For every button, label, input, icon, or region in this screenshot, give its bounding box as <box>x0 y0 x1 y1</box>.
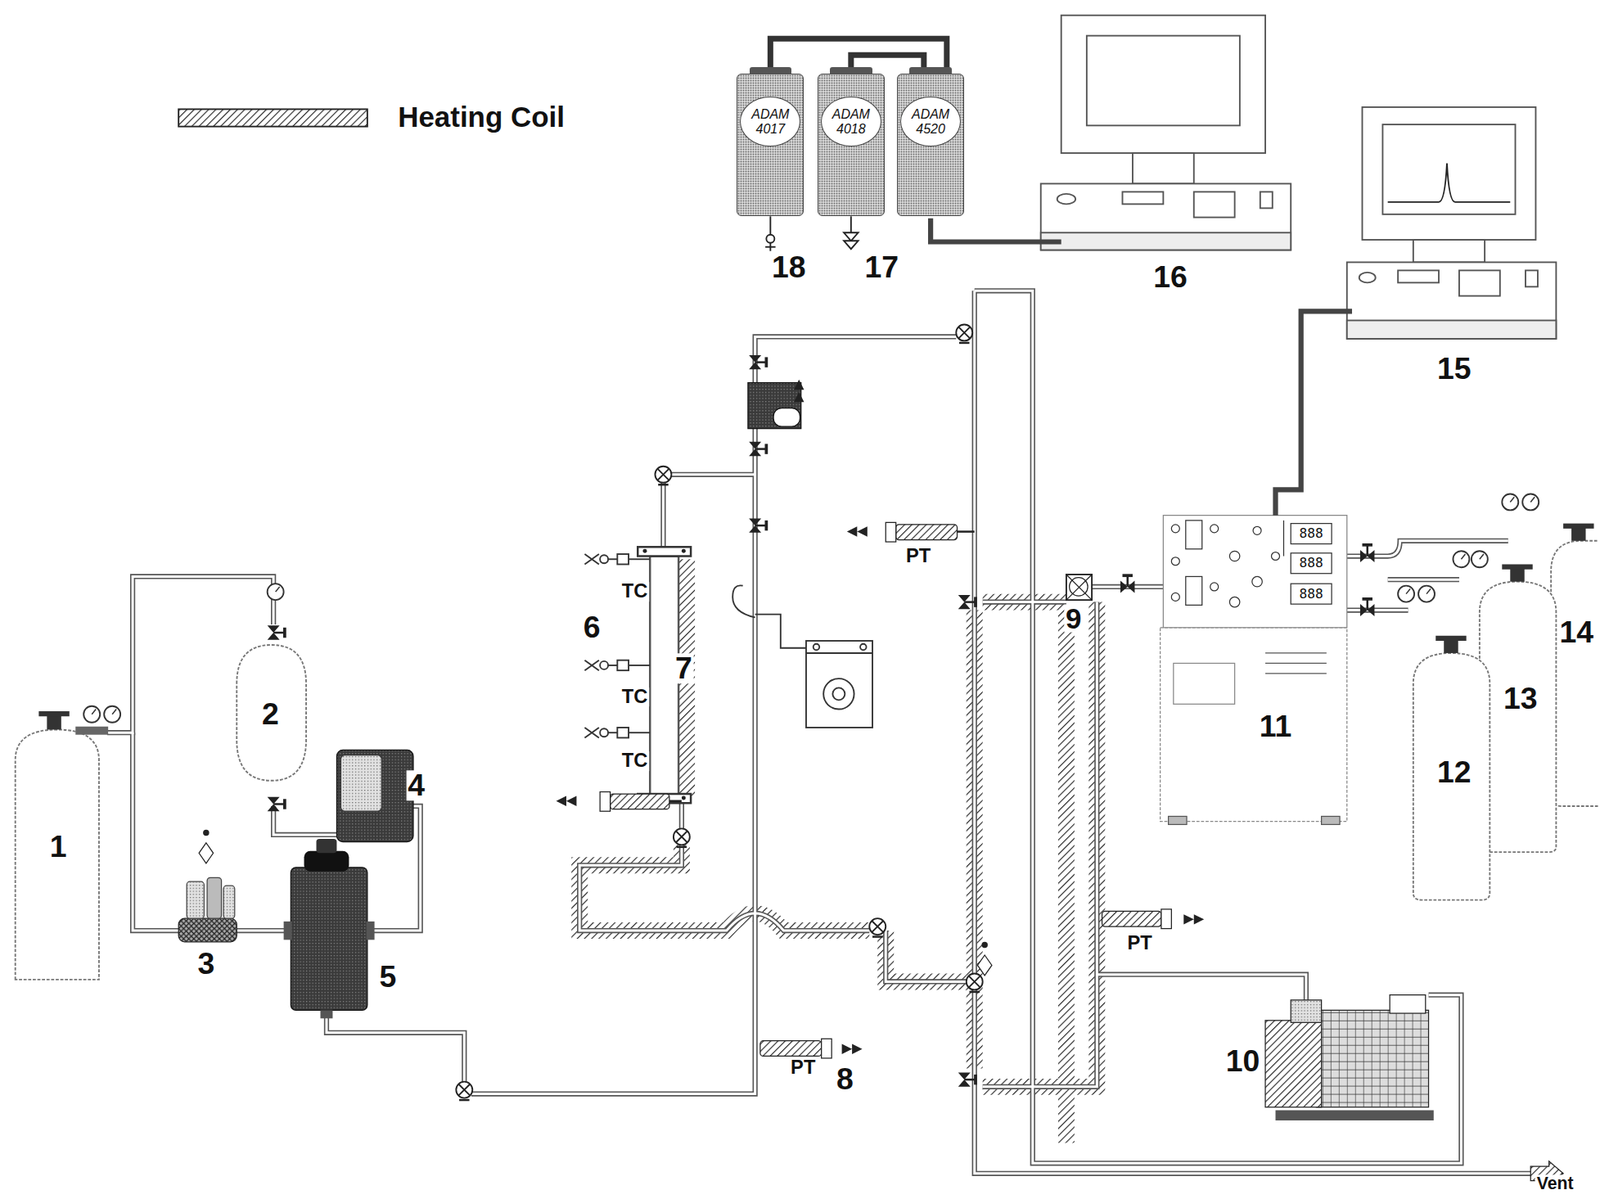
pipework <box>107 290 1537 1173</box>
callout-number: 2 <box>260 698 281 730</box>
callout-number: 18 <box>770 252 808 283</box>
gas-cylinder <box>15 540 1599 980</box>
interface-module: ADAM 4018 <box>817 73 885 217</box>
module-cap <box>829 67 872 75</box>
thermocouples <box>584 554 650 738</box>
interface-module: ADAM 4017 <box>736 73 804 217</box>
callout-number: 12 <box>1435 757 1474 788</box>
callout-number: 6 <box>581 612 603 643</box>
vessel <box>236 644 307 781</box>
callout-number: 10 <box>1224 1045 1262 1077</box>
syringe-pump <box>732 585 873 728</box>
callout-number: 4 <box>405 770 427 801</box>
callout-number: 5 <box>377 962 398 993</box>
data-cables <box>930 218 1353 516</box>
component-label: PT <box>1126 933 1154 954</box>
legend-text: Heating Coil <box>397 103 565 132</box>
display-digits: 888 <box>1298 556 1326 570</box>
module-name: ADAM 4520 <box>906 107 955 136</box>
display-digits: 888 <box>1298 587 1326 601</box>
module-cap <box>909 67 951 75</box>
callout-number: 17 <box>862 252 901 283</box>
callout-number: 14 <box>1558 617 1596 648</box>
callout-number: 16 <box>1151 261 1190 293</box>
callout-number: 15 <box>1435 354 1474 385</box>
component-label: TC <box>620 751 650 771</box>
component-label: TC <box>620 581 650 602</box>
module-cap <box>749 67 792 75</box>
vacuum-pump <box>1265 995 1434 1121</box>
interface-module: ADAM 4520 <box>896 73 965 217</box>
component-label: Vent <box>1535 1175 1576 1193</box>
callout-number: 7 <box>673 653 695 684</box>
callout-number: 9 <box>1063 603 1083 633</box>
module-badge: ADAM 4017 <box>739 96 801 147</box>
module-name: ADAM 4017 <box>746 107 794 136</box>
valves <box>267 324 1375 1100</box>
selector-valve <box>1066 574 1092 600</box>
callout-number: 8 <box>834 1063 856 1095</box>
module-terminals <box>765 216 858 251</box>
sample-loop <box>748 379 805 429</box>
callout-number: 13 <box>1501 683 1540 714</box>
callout-number: 11 <box>1257 711 1294 742</box>
module-badge: ADAM 4018 <box>820 96 882 147</box>
component-label: PT <box>904 546 933 567</box>
legend-swatch <box>178 108 368 127</box>
pressure-transducers <box>556 522 1205 1059</box>
module-name: ADAM 4018 <box>827 107 875 136</box>
callout-number: 1 <box>48 831 69 862</box>
gas-chromatograph <box>1160 515 1348 825</box>
callout-number: 3 <box>195 949 217 980</box>
display-digits: 888 <box>1298 527 1326 541</box>
component-label: PT <box>788 1059 817 1079</box>
cylinder-valves <box>38 523 1594 735</box>
computers <box>1041 15 1557 339</box>
module-badge: ADAM 4520 <box>900 96 961 147</box>
pump <box>336 749 414 842</box>
component-label: TC <box>620 687 650 708</box>
mixing-cell <box>283 838 375 1019</box>
